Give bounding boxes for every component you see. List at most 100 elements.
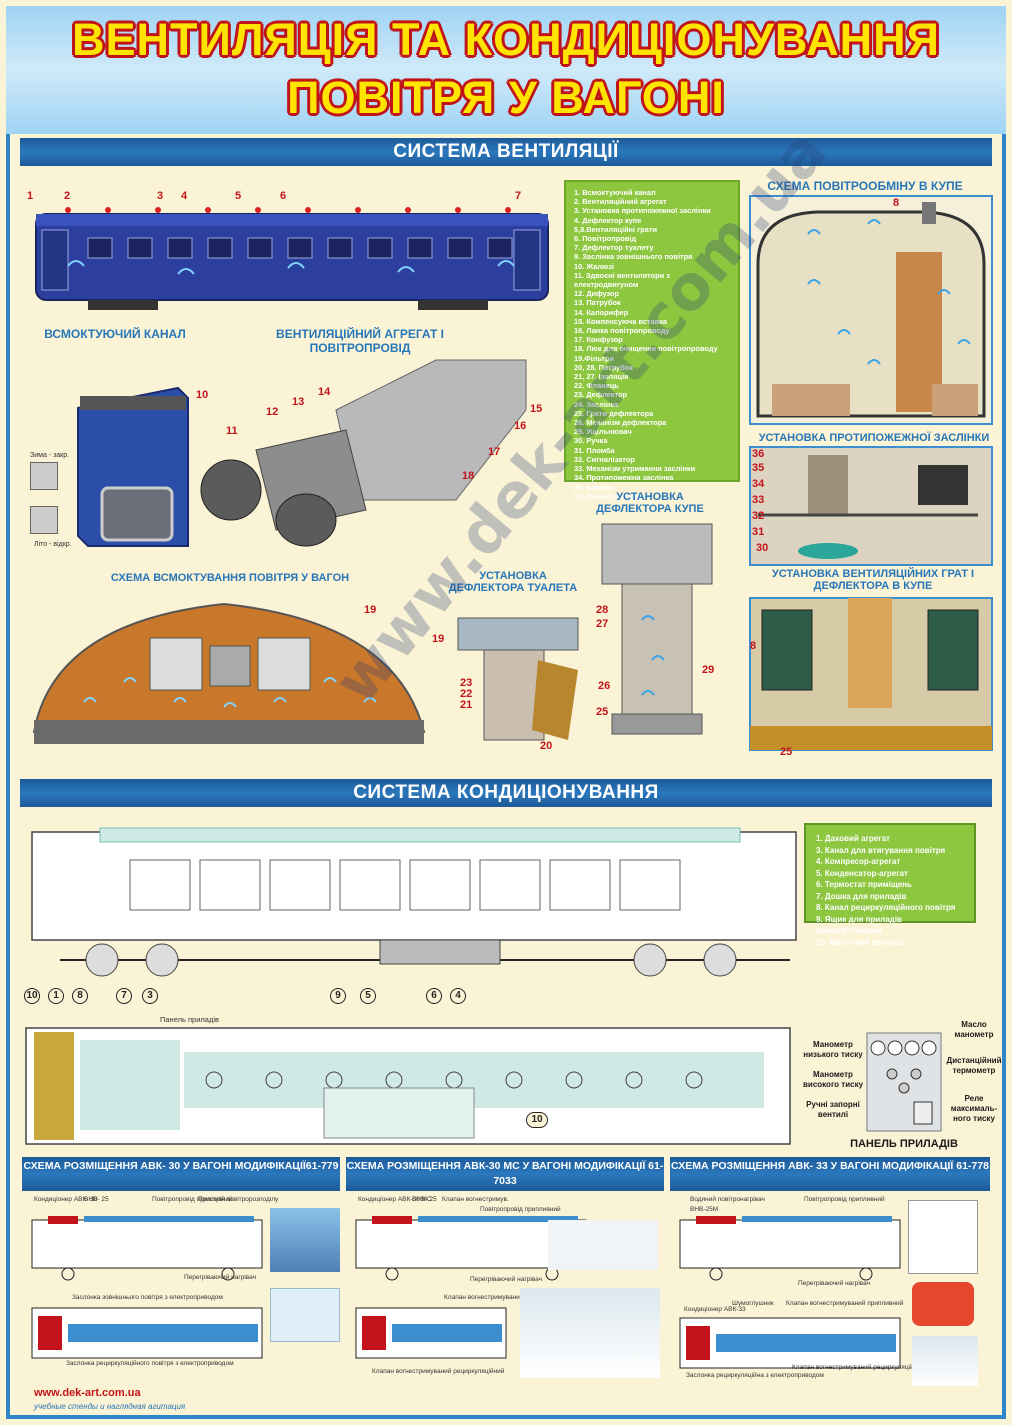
num-11: 11 — [226, 425, 238, 437]
num-23: 19 — [432, 633, 445, 645]
num-34: 34 — [752, 478, 765, 490]
num-31: 31 — [752, 526, 765, 538]
label-instrument-panel: ПАНЕЛЬ ПРИЛАДІВ — [850, 1138, 958, 1150]
num-6: 6 — [280, 190, 287, 202]
instrument-panel-illustration — [866, 1032, 942, 1132]
l1-label-4: Заслонка зовнішнього повітря з електропр… — [72, 1294, 223, 1301]
num-27: 27 — [596, 618, 609, 630]
cond-num-7: 7 — [116, 988, 132, 1004]
footer-site: www.dek-art.com.ua — [34, 1387, 141, 1399]
label-air-exchange: СХЕМА ПОВІТРООБМІНУ В КУПЕ — [767, 179, 963, 193]
suction-scheme-illustration — [32, 602, 426, 744]
layout-avk30-diagram — [31, 1216, 263, 1359]
layout-title-avk30ms: СХЕМА РОЗМІЩЕННЯ АВК-30 МС У ВАГОНІ МОДИ… — [346, 1157, 664, 1191]
photo-train-avk30 — [270, 1208, 340, 1272]
cond-num-9: 9 — [330, 988, 346, 1004]
cond-num-1: 1 — [48, 988, 64, 1004]
label-manual-valves: Ручні запорні вентилі — [806, 1100, 860, 1119]
toilet-deflector-illustration — [457, 617, 579, 741]
cond-num-3: 3 — [142, 988, 158, 1004]
l1-label-5: Заслонка рециркуляційного повітря з елек… — [66, 1360, 234, 1367]
label-grilles-deflector: УСТАНОВКА ВЕНТИЛЯЦІЙНИХ ГРАТ І ДЕФЛЕКТОР… — [771, 568, 975, 592]
l1-label-3: Пристрій повітророзподілу — [198, 1196, 279, 1203]
compartment-deflector-illustration — [601, 523, 713, 735]
l2-label-5: Клапан вогнестримуваний рециркуляційний — [444, 1294, 577, 1301]
num-35: 35 — [752, 462, 765, 474]
num-28: 28 — [596, 604, 609, 616]
label-compartment-deflector: УСТАНОВКА ДЕФЛЕКТОРА КУПЕ — [596, 491, 704, 515]
l1-label-6: Перегріваючий нагрівач — [184, 1274, 257, 1281]
label-low-pressure: Манометр низького тиску — [803, 1040, 863, 1059]
num-7: 7 — [515, 190, 522, 202]
l3-label-8: Клапан вогнестримуваний рециркуляційний — [792, 1364, 925, 1371]
l2-label-6: Клапан вогнестримуваний рециркуляційний — [372, 1368, 505, 1375]
num-2: 2 — [64, 190, 71, 202]
num-20: 21 — [460, 699, 473, 711]
l2-label-3: Повітропровід припливний — [480, 1206, 561, 1213]
cond-num-10-plan: 10 — [526, 1112, 548, 1128]
l3-label-4: Кондиціонер АВК-33 — [684, 1306, 746, 1313]
num-36: 36 — [752, 448, 765, 460]
l3-label-5: Шумоглушник — [732, 1300, 774, 1307]
label-high-pressure: Манометр високого тиску — [802, 1070, 864, 1089]
cond-num-4: 4 — [450, 988, 466, 1004]
l3-label-7: Заслонка рециркуляційна з електроприводо… — [686, 1372, 824, 1379]
num-32: 32 — [752, 510, 765, 522]
l2-label-2: Клапан вогнестримув. — [442, 1196, 509, 1203]
photo-ac-unit-avk30 — [270, 1288, 340, 1342]
num-1: 1 — [27, 190, 34, 202]
num-30: 30 — [756, 542, 769, 554]
num-8-top: 8 — [893, 197, 900, 209]
num-4: 4 — [181, 190, 188, 202]
num-16: 16 — [514, 420, 527, 432]
l2-label-4: Перегріваючий нагрівач — [470, 1276, 543, 1283]
num-25-grille: 25 — [780, 746, 793, 758]
compartment-air-exchange-diagram — [749, 195, 993, 425]
car-end-view-avk33 — [908, 1200, 978, 1274]
l3-label-1: ВНВ-25М — [690, 1206, 719, 1213]
num-25: 25 — [596, 706, 609, 718]
label-panel-small: Панель приладів — [160, 1015, 219, 1024]
cond-num-5: 5 — [360, 988, 376, 1004]
suction-channel-illustration — [77, 386, 189, 547]
num-3: 3 — [157, 190, 164, 202]
layout-avk33-diagram — [679, 1216, 901, 1369]
num-13: 13 — [292, 396, 305, 408]
label-suction-scheme: СХЕМА ВСМОКТУВАННЯ ПОВІТРЯ У ВАГОН — [110, 572, 350, 584]
label-summer: Літо - відкр. — [34, 541, 72, 548]
summer-damper-icon — [30, 506, 58, 534]
l3-label-2: Повітропровід припливний — [804, 1196, 885, 1203]
l1-label-0: Кондиціонер АВК- 30 — [34, 1196, 98, 1203]
grilles-deflector-illustration — [749, 597, 993, 751]
label-remote-thermometer: Дистанційний термометр — [946, 1056, 1002, 1075]
label-winter: Зима - закр. — [30, 452, 70, 459]
vent-unit-duct-illustration — [200, 359, 527, 547]
l1-label-1: ВНВ- 25 — [84, 1196, 109, 1203]
label-vent-unit: ВЕНТИЛЯЦІЙНИЙ АГРЕГАТ І ПОВІТРОПРОВІД — [276, 327, 444, 355]
num-22: 23 — [460, 677, 473, 689]
layout-title-avk33: СХЕМА РОЗМІЩЕННЯ АВК- 33 У ВАГОНІ МОДИФІ… — [670, 1157, 990, 1191]
fire-damper-illustration — [749, 446, 993, 566]
label-suction-channel: ВСМОКТУЮЧИЙ КАНАЛ — [44, 327, 186, 341]
l2-label-0: Кондиціонер АВК-30 МС — [358, 1196, 432, 1203]
num-33: 33 — [752, 494, 765, 506]
ac-car-plan-diagram — [25, 1027, 791, 1145]
cond-num-6: 6 — [426, 988, 442, 1004]
winter-damper-icon — [30, 462, 58, 490]
photo-train-avk33 — [912, 1336, 978, 1386]
num-12: 12 — [266, 406, 279, 418]
num-14: 14 — [318, 386, 331, 398]
layout-title-avk30: СХЕМА РОЗМІЩЕННЯ АВК- 30 У ВАГОНІ МОДИФІ… — [22, 1157, 340, 1191]
label-max-pressure-relay: Реле максималь-ного тиску — [950, 1094, 998, 1123]
num-19: 19 — [364, 604, 377, 616]
num-26: 26 — [598, 680, 611, 692]
label-oil-manometer: Масло манометр — [954, 1020, 994, 1039]
cond-num-8: 8 — [72, 988, 88, 1004]
num-24: 20 — [540, 740, 553, 752]
num-29: 29 — [702, 664, 715, 676]
label-fire-damper: УСТАНОВКА ПРОТИПОЖЕЖНОЇ ЗАСЛІНКИ — [758, 432, 990, 444]
num-21: 22 — [460, 688, 473, 700]
cond-num-10: 10 — [24, 988, 40, 1004]
